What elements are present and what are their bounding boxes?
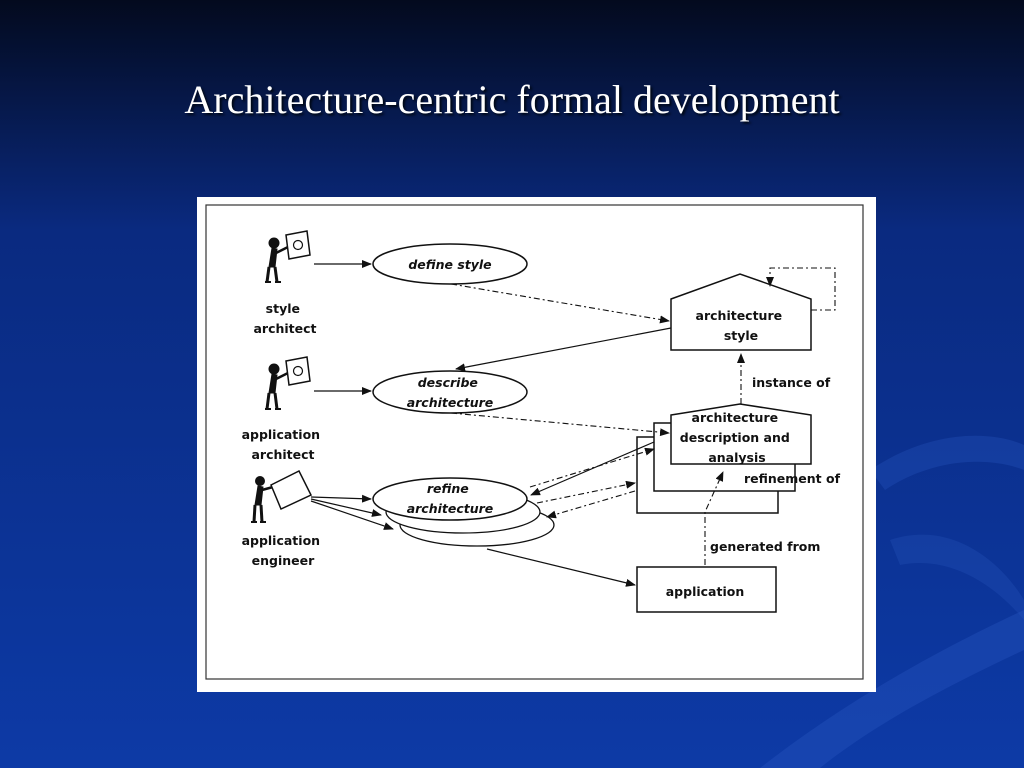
style-architect-label: style architect <box>253 301 316 336</box>
dashed-arrows <box>450 267 836 565</box>
define-style-label: define style <box>408 257 491 272</box>
arrow-engineer-to-refine-1 <box>310 494 372 503</box>
application-artifact: application <box>636 566 777 613</box>
diagram-frame <box>205 204 864 680</box>
arrow-style-to-describe <box>455 327 672 372</box>
arrow-engineer-to-refine-3 <box>310 500 394 530</box>
architecture-style-label: architecture style <box>696 308 787 343</box>
arrow-engineer-to-refine-2 <box>310 498 382 517</box>
arrow-refine-to-description-1 <box>529 447 655 488</box>
application-engineer-actor: application engineer <box>242 469 325 568</box>
slide-title: Architecture-centric formal development <box>184 77 840 122</box>
style-architect-actor: style architect <box>253 230 317 336</box>
application-label: application <box>666 584 745 599</box>
solid-arrows <box>310 260 672 587</box>
application-engineer-label: application engineer <box>242 533 325 568</box>
describe-architecture-label: describe architecture <box>407 375 494 410</box>
application-architect-label: application architect <box>242 427 325 462</box>
architecture-description-label: architecture description and analysis <box>680 410 794 465</box>
refinement-of-label: refinement of <box>744 471 841 486</box>
describe-architecture-activity: describe architecture <box>372 370 528 414</box>
person-holding-sign-icon <box>265 230 311 283</box>
arrow-refine-to-application <box>486 548 636 587</box>
arrow-refine-to-description-2 <box>536 480 636 504</box>
arrow-description-to-refine <box>530 441 655 496</box>
define-style-activity: define style <box>372 243 528 285</box>
architecture-description-artifact: architecture description and analysis <box>636 403 812 514</box>
generated-from-label: generated from <box>710 539 820 554</box>
application-architect-actor: application architect <box>242 356 325 462</box>
arrow-application-refinement-of <box>704 471 724 565</box>
refine-architecture-label: refine architecture <box>407 481 494 516</box>
arrow-define-style-to-style <box>450 283 670 324</box>
diagram-figure: style architect application architect <box>197 197 876 692</box>
person-holding-sign-icon <box>265 356 311 410</box>
arrow-style-self-loop <box>766 267 836 311</box>
person-holding-sign-icon <box>251 469 313 523</box>
architecture-style-artifact: architecture style <box>670 273 812 351</box>
arrow-describe-to-description <box>450 412 670 437</box>
instance-of-label: instance of <box>752 375 831 390</box>
arrow-description-to-refine-back <box>546 490 636 519</box>
refine-architecture-activity: refine architecture <box>372 477 555 547</box>
